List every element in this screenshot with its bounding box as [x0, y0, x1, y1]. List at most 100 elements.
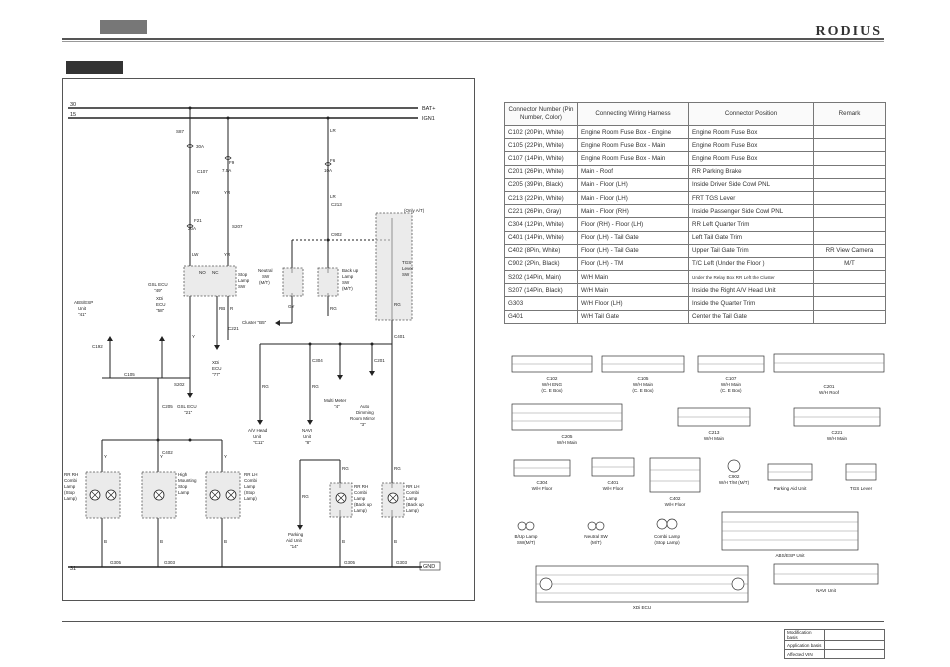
ground-g303-2: G303: [396, 560, 408, 565]
conn-s202: S202: [174, 382, 185, 387]
rr-rh-back-l4: (Back up: [354, 502, 372, 507]
header-rule-thin: [62, 41, 884, 42]
table-row: C102 (20Pin, White)Engine Room Fuse Box …: [504, 124, 886, 140]
rr-rh-back-l1: RR RH: [354, 484, 368, 489]
cell-position: Under the Relay Box RR Left the Cluster: [688, 270, 814, 285]
rr-lh-back-l5: Lamp): [406, 508, 419, 513]
gsl-l1: GSL ECU: [148, 282, 168, 287]
cell-harness: Main - Floor (RH): [577, 204, 689, 219]
hmsl-l4: Lamp: [178, 490, 190, 495]
conn-c105: C105: [124, 372, 135, 377]
wire-rg-5: RG: [302, 494, 309, 499]
lbl-xdi: XDi ECU: [633, 605, 651, 610]
cell-remark: M/T: [813, 256, 886, 272]
lbl-neutral-2: (M/T): [591, 540, 602, 545]
gsl21-l1: GSL ECU: [177, 404, 197, 409]
header-wiring-harness: Connecting Wiring Harness: [577, 102, 689, 126]
pinout-neutral: [587, 521, 597, 531]
wiring-diagram-frame: [62, 78, 475, 601]
pinout-c205: [511, 403, 623, 431]
table-row: Modification basis: [784, 629, 885, 641]
wire-rg-6: RG: [342, 466, 349, 471]
mirror-l3: Room Mirror: [350, 416, 376, 421]
wire-rg-3: RG: [262, 384, 269, 389]
cell-remark: [813, 124, 886, 140]
lbl-c105-1: C105: [638, 376, 649, 381]
cell-harness: Main - Roof: [577, 164, 689, 179]
lbl-c102-2: W/H ENG: [542, 382, 563, 387]
rr-lh-back-l4: (Back up: [406, 502, 424, 507]
wire-b-5: B: [394, 539, 397, 544]
cell-connector: C304 (12Pin, White): [504, 217, 578, 232]
backup-l3: SW: [342, 280, 350, 285]
header-connector-position: Connector Position: [688, 102, 814, 126]
cell-connector: C401 (14Pin, White): [504, 230, 578, 245]
wire-rw: RW: [192, 190, 200, 195]
ground-g305: G305: [110, 560, 122, 565]
rr-rh-stop-l1: RR RH: [64, 472, 78, 477]
cell-connector: C902 (2Pin, Black): [504, 256, 578, 272]
lbl-c107-1: C107: [726, 376, 737, 381]
mirror-l2: Dimming: [356, 410, 374, 415]
cell-position: Inside the Quarter Trim: [688, 296, 814, 311]
header-connector-number: Connector Number (Pin Number, Color): [504, 102, 578, 126]
cell-position: RR Left Quarter Trim: [688, 217, 814, 232]
cell-remark: RR View Camera: [813, 243, 886, 258]
rr-rh-back-l3: Lamp: [354, 496, 366, 501]
cell-position: Engine Room Fuse Box: [688, 151, 814, 166]
lbl-c213-1: C213: [709, 430, 720, 435]
cell-remark: [813, 204, 886, 219]
cell-connector: C102 (20Pin, White): [504, 124, 578, 140]
rr-lh-back-l1: RR LH: [406, 484, 420, 489]
conn-c205: C205: [162, 404, 173, 409]
connector-pinouts: C102 W/H ENG (C. E Box) C105 W/H Main (C…: [511, 353, 885, 610]
rail-ign: IGN1: [422, 116, 435, 122]
lbl-c102-3: (C. E Box): [541, 388, 563, 393]
rr-rh-stop-l2: Combi: [64, 478, 77, 483]
table-row: C107 (14Pin, White)Engine Room Fuse Box …: [504, 151, 886, 166]
cell-connector: G401: [504, 309, 578, 324]
cell-position: Inside the Right A/V Head Unit: [688, 283, 814, 298]
wire-y-4: Y: [224, 454, 227, 459]
wire-rg-4: RG: [312, 384, 319, 389]
lbl-c902-1: C902: [729, 474, 740, 479]
cell-harness: W/H Floor (LH): [577, 296, 689, 311]
av-l3: "C11": [253, 440, 265, 445]
cell-remark: [813, 283, 886, 298]
conn-c221: C221: [228, 326, 239, 331]
cell-remark: [813, 230, 886, 245]
lbl-c221-1: C221: [832, 430, 843, 435]
backup-l2: Lamp: [342, 274, 354, 279]
fuse-7-5a: 7.5A: [222, 168, 231, 173]
connector-table-header: Connector Number (Pin Number, Color) Con…: [504, 102, 886, 126]
wire-b-4: B: [342, 539, 345, 544]
lbl-combi-1: Combi Lamp: [654, 534, 680, 539]
lbl-c107-2: W/H Main: [721, 382, 742, 387]
lbl-c107-3: (C. E Box): [720, 388, 742, 393]
rr-rh-stop-l4: (Stop: [64, 490, 75, 495]
lbl-parking: Parking Aid Unit: [774, 486, 807, 491]
connector-table: Connector Number (Pin Number, Color) Con…: [504, 102, 886, 324]
wire-yr: YR: [224, 190, 231, 195]
cell-connector: C105 (22Pin, White): [504, 138, 578, 153]
cell-remark: [813, 138, 886, 153]
wire-b-3: B: [224, 539, 227, 544]
cell-position: FRT TGS Lever: [688, 190, 814, 206]
wire-b-1: B: [104, 539, 107, 544]
conn-s207: S207: [232, 224, 243, 229]
mirror-l4: "3": [360, 422, 366, 427]
rr-rh-back-l2: Combi: [354, 490, 367, 495]
header-rule: [62, 38, 884, 40]
cell-remark: [813, 296, 886, 311]
abs-l2: Unit: [78, 306, 87, 311]
cell-connector: C107 (14Pin, White): [504, 151, 578, 166]
mod-value: [824, 629, 885, 641]
wire-gy: GY: [288, 304, 295, 309]
table-row: C402 (8Pin, White)Floor (LH) - Tail Gate…: [504, 243, 886, 258]
only-at: (Only A/T): [404, 208, 425, 213]
lbl-c205-1: C205: [562, 434, 573, 439]
table-row: Affected VIN: [784, 649, 885, 659]
lbl-c902-2: W/H T/M (M/T): [719, 480, 750, 485]
cell-connector: C201 (26Pin, White): [504, 164, 578, 179]
